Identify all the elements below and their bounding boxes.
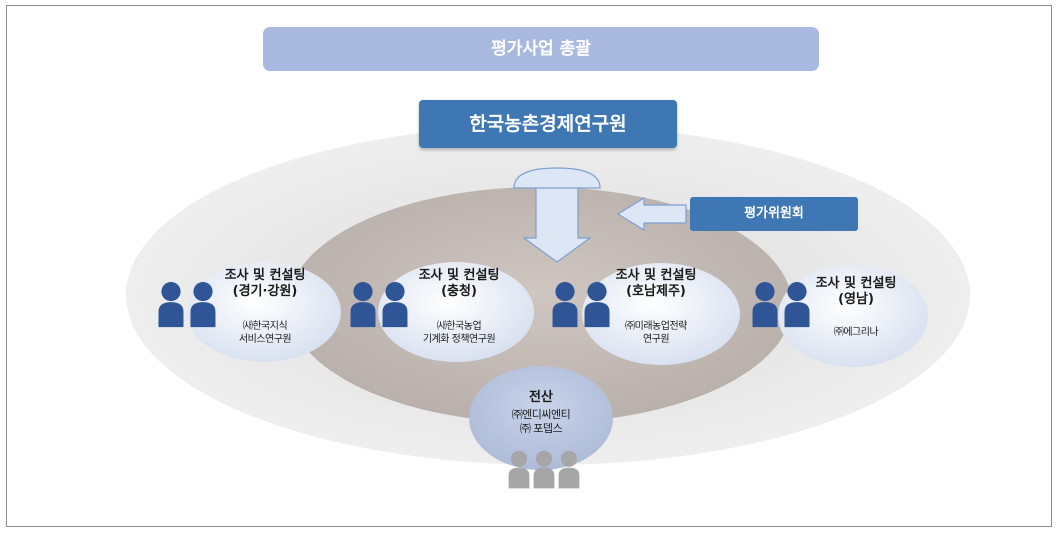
it-node (469, 366, 613, 470)
left-arrow-icon (616, 196, 687, 232)
region-org: 기계화 정책연구원 (422, 334, 496, 345)
it-org: ㈜엔디씨엔티 (511, 408, 571, 421)
region-org: 연구원 (642, 334, 670, 345)
header-banner: 평가사업 총괄 (263, 27, 819, 71)
region-title: 조사 및 컨설팅 (815, 276, 897, 291)
region-node (778, 265, 928, 367)
region-title: 조사 및 컨설팅 (418, 268, 500, 283)
it-org: ㈜ 포뎁스 (519, 422, 563, 435)
region-org: 서비스연구원 (238, 334, 292, 345)
region-node (378, 262, 534, 362)
region-org: ㈔한국농업 (436, 321, 482, 332)
region-name: (호남제주) (626, 284, 686, 299)
region-org: ㈔한국지식 (242, 321, 288, 332)
it-title: 전산 (529, 390, 553, 405)
people-icon-gray (508, 450, 580, 489)
region-name: (영남) (838, 292, 874, 307)
committee-box: 평가위원회 (690, 197, 858, 231)
region-name: (경기·강원) (232, 284, 298, 299)
region-node (187, 262, 341, 362)
region-org: ㈜에그리나 (833, 327, 879, 338)
region-name: (충청) (441, 284, 477, 299)
region-node (582, 263, 740, 365)
down-arrow-cap (513, 167, 601, 189)
region-org: ㈜미래농업전략 (625, 321, 687, 332)
lead-org-box: 한국농촌경제연구원 (419, 100, 677, 148)
region-title: 조사 및 컨설팅 (615, 268, 697, 283)
region-title: 조사 및 컨설팅 (224, 268, 306, 283)
